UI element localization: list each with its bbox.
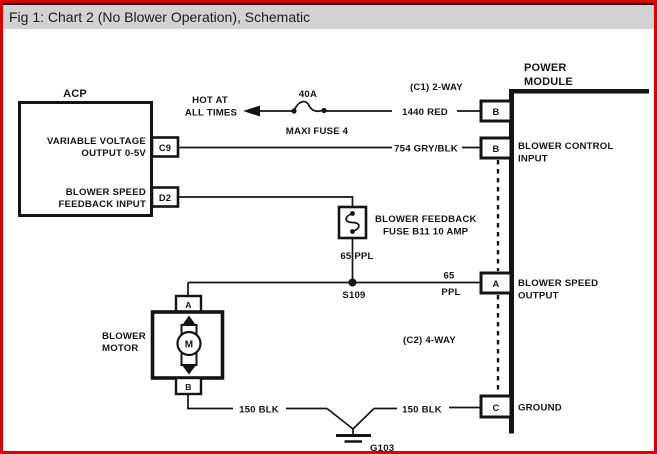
wire-754-label: 754 GRY/BLK bbox=[394, 144, 458, 155]
pin-c-box bbox=[479, 394, 513, 419]
splice-label: S109 bbox=[342, 290, 365, 301]
schematic-canvas: ACP VARIABLE VOLTAGE OUTPUT 0-5V BLOWER … bbox=[18, 62, 649, 451]
ground-arm-left bbox=[326, 407, 354, 430]
ground-pin-label: GROUND bbox=[518, 403, 562, 414]
power-module-top-bar bbox=[509, 89, 649, 94]
acp-output-label-line2: OUTPUT 0-5V bbox=[81, 148, 146, 159]
connector-c2-label: (C2) 4-WAY bbox=[403, 335, 456, 346]
pin-a-box bbox=[479, 271, 513, 295]
fuse-element-curve bbox=[345, 212, 360, 233]
feedback-fuse-symbol bbox=[345, 211, 360, 234]
acp-pin-d2-label: D2 bbox=[159, 193, 171, 203]
motor-bottom-contact bbox=[181, 364, 197, 375]
acp-feedback-label-line2: FEEDBACK INPUT bbox=[58, 199, 146, 210]
wire-65-label: 65 PPL bbox=[340, 251, 373, 262]
pin-c-label: C bbox=[493, 403, 500, 413]
motor-circle bbox=[176, 330, 202, 357]
blower-motor: A M B BLOWER MOTOR bbox=[102, 282, 225, 396]
ground-circuit: 150 BLK G103 150 BLK bbox=[187, 394, 482, 451]
acp-title: ACP bbox=[63, 88, 87, 100]
motor-pin-b-label: B bbox=[185, 382, 191, 392]
blower-speed-label-line2: OUTPUT bbox=[518, 291, 559, 302]
acp-output-label-line1: VARIABLE VOLTAGE bbox=[47, 136, 147, 147]
power-module-side-bar bbox=[509, 89, 514, 434]
title-bar: Fig 1: Chart 2 (No Blower Operation), Sc… bbox=[3, 3, 654, 29]
wire-754-circuit: 754 GRY/BLK bbox=[178, 144, 482, 155]
blower-motor-label-line1: BLOWER bbox=[102, 331, 146, 342]
feedback-circuit: BLOWER FEEDBACK FUSE B11 10 AMP 65 PPL bbox=[178, 196, 477, 283]
wire-d2 bbox=[178, 196, 354, 207]
acp-module: ACP VARIABLE VOLTAGE OUTPUT 0-5V BLOWER … bbox=[18, 88, 180, 217]
wire-1440-label: 1440 RED bbox=[402, 107, 448, 118]
window-title: Fig 1: Chart 2 (No Blower Operation), Sc… bbox=[9, 9, 311, 25]
ground-arm-right bbox=[352, 407, 375, 430]
pin-b1-label: B bbox=[493, 107, 500, 117]
wire-65-number: 65 bbox=[443, 271, 455, 282]
hot-at-label-line1: HOT AT bbox=[192, 95, 228, 106]
hot-at-label-line2: ALL TIMES bbox=[185, 108, 238, 119]
power-module-title-line2: MODULE bbox=[524, 76, 573, 88]
hot-feed-circuit: HOT AT ALL TIMES 40A MAXI FUSE 4 1440 RE… bbox=[185, 82, 482, 137]
acp-feedback-label-line1: BLOWER SPEED bbox=[66, 187, 146, 198]
blower-speed-label-line1: BLOWER SPEED bbox=[518, 278, 598, 289]
blower-control-label-line1: BLOWER CONTROL bbox=[518, 141, 614, 152]
acp-pin-c9-label: C9 bbox=[159, 143, 171, 153]
fuse-terminal-dot bbox=[321, 107, 327, 114]
ground-symbol-icon bbox=[326, 407, 375, 443]
wire-65-color: PPL bbox=[441, 287, 460, 298]
blower-control-label-line2: INPUT bbox=[518, 154, 548, 165]
motor-pin-a-label: A bbox=[185, 300, 191, 310]
pin-b2-box bbox=[479, 136, 513, 160]
power-module-title-line1: POWER bbox=[524, 62, 567, 74]
pin-b1-box bbox=[479, 99, 513, 123]
maxi-fuse-name: MAXI FUSE 4 bbox=[286, 126, 349, 137]
power-module: POWER MODULE B B BLOWER CONTROL INPUT A … bbox=[403, 62, 649, 434]
blower-motor-symbol: M bbox=[176, 315, 202, 375]
splice-circuit: S109 65 PPL bbox=[188, 271, 482, 301]
wire-150-right-label: 150 BLK bbox=[402, 405, 442, 416]
maxi-fuse-rating: 40A bbox=[299, 89, 317, 100]
hot-arrow-icon bbox=[243, 105, 260, 117]
fuse-terminal-dot bbox=[350, 229, 355, 234]
maxi-fuse-symbol bbox=[291, 100, 327, 114]
fuse-element-curve bbox=[293, 100, 325, 113]
feedback-fuse-label-line2: FUSE B11 10 AMP bbox=[383, 227, 469, 238]
blower-motor-label-line2: MOTOR bbox=[102, 343, 139, 354]
splice-dot bbox=[348, 278, 357, 287]
motor-symbol-letter: M bbox=[185, 340, 194, 351]
ground-id-label: G103 bbox=[370, 443, 394, 451]
feedback-fuse-label-line1: BLOWER FEEDBACK bbox=[375, 214, 477, 225]
connector-c1-label: (C1) 2-WAY bbox=[410, 82, 463, 93]
wire-150-segment1 bbox=[187, 394, 233, 410]
acp-box bbox=[18, 101, 153, 217]
motor-top-contact bbox=[181, 315, 197, 326]
pin-a-label: A bbox=[493, 279, 500, 289]
pin-b2-label: B bbox=[493, 144, 500, 154]
wire-150-left-label: 150 BLK bbox=[239, 405, 279, 416]
